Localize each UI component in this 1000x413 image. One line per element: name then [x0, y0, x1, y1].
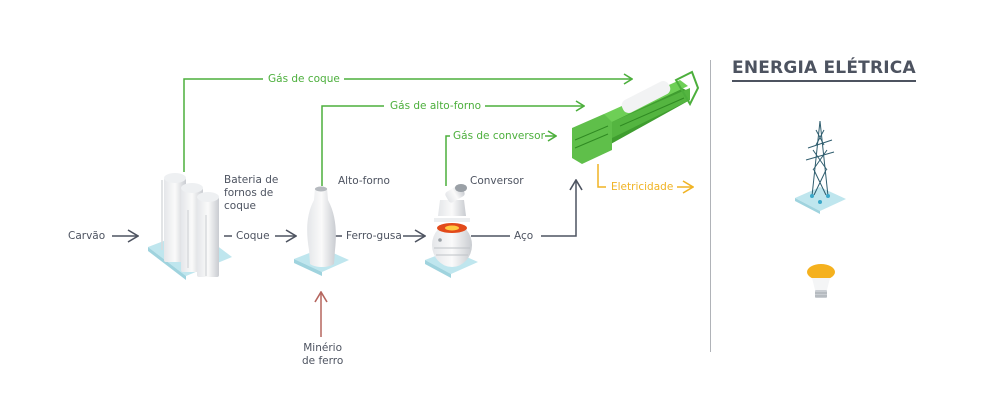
gas-alto-forno-line [321, 106, 584, 186]
blast-furnace-label: Alto-forno [338, 175, 390, 187]
coke-battery-label-line1: Bateria de [224, 174, 279, 186]
eletricidade-label: Eletricidade [611, 181, 674, 193]
eletricidade-line [597, 164, 606, 188]
aco-arrow [541, 180, 576, 237]
section-divider [710, 60, 711, 352]
light-bulb-icon [807, 264, 835, 298]
generator-icon [572, 70, 700, 164]
aco-label: Aço [514, 230, 534, 242]
coque-label: Coque [236, 230, 270, 242]
section-title: ENERGIA ELÉTRICA [732, 58, 916, 82]
gas-coque-line [183, 79, 632, 172]
gas-conversor-label: Gás de conversor [453, 130, 545, 142]
gas-coque-label: Gás de coque [268, 73, 340, 85]
gas-alto-forno-label: Gás de alto-forno [390, 100, 482, 112]
coke-battery-icon [148, 173, 232, 280]
converter-icon [425, 184, 478, 278]
ferro-gusa-label: Ferro-gusa [346, 230, 402, 242]
coke-battery-label: Bateria de fornos de coque [224, 174, 278, 213]
gas-conversor-line [445, 136, 556, 186]
blast-furnace-icon [294, 186, 349, 276]
carvao-label: Carvão [68, 230, 106, 242]
minerio-label-line1: Minério [303, 342, 342, 354]
transmission-tower-icon [795, 120, 846, 214]
converter-label: Conversor [470, 175, 524, 187]
coke-battery-label-line2: fornos de [224, 187, 274, 199]
coke-battery-label-line3: coque [224, 200, 256, 212]
minerio-label: Minério de ferro [302, 342, 343, 368]
minerio-label-line2: de ferro [302, 355, 344, 367]
